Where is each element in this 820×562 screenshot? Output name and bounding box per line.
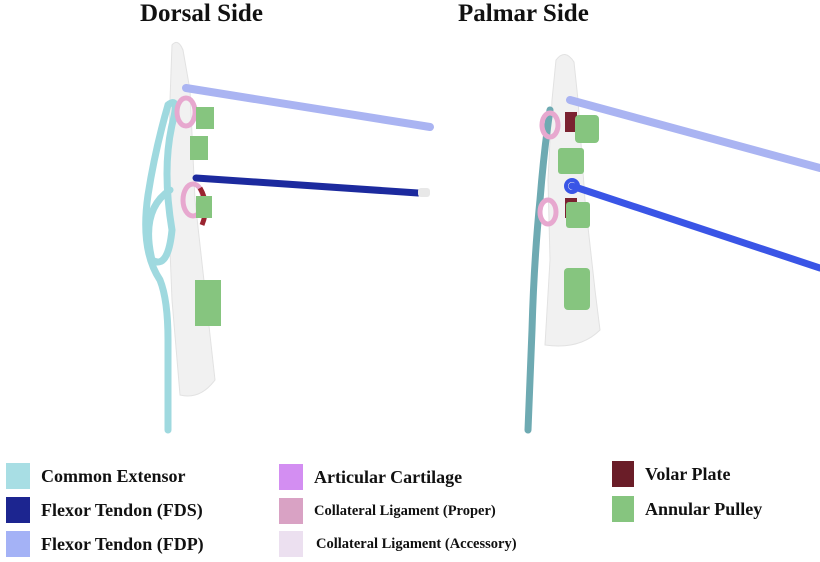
annular-pulley: [196, 107, 214, 129]
fdp-tendon: [182, 84, 434, 131]
legend-swatch: [6, 497, 30, 523]
legend-item-collateral-proper: Collateral Ligament (Proper): [279, 498, 496, 524]
legend-swatch: [279, 498, 303, 524]
annular-pulley: [558, 148, 584, 174]
annular-pulley: [575, 115, 599, 143]
annular-pulley: [564, 268, 590, 310]
fds-tendon: [192, 174, 422, 197]
annular-pulley: [566, 202, 590, 228]
fdp-tendon: [566, 96, 820, 172]
legend-swatch: [612, 496, 634, 522]
dorsal-title: Dorsal Side: [140, 0, 263, 27]
common-extensor-tendon: [142, 99, 179, 434]
finger-illustrations: [142, 41, 820, 434]
annular-pulley: [196, 196, 212, 218]
legend-item-articular-cartilage: Articular Cartilage: [279, 464, 462, 490]
palmar-finger: [524, 54, 820, 434]
legend-swatch: [6, 531, 30, 557]
annular-pulley: [195, 280, 221, 326]
palmar-title: Palmar Side: [458, 0, 589, 27]
legend-swatch: [6, 463, 30, 489]
legend-item-fdp: Flexor Tendon (FDP): [6, 531, 204, 557]
legend-swatch: [279, 531, 303, 557]
legend-item-collateral-accessory: Collateral Ligament (Accessory): [279, 531, 517, 557]
annular-pulley: [190, 136, 208, 160]
legend-item-volar-plate: Volar Plate: [612, 461, 731, 487]
legend-item-fds: Flexor Tendon (FDS): [6, 497, 203, 523]
legend-swatch: [279, 464, 303, 490]
fds-tendon: [568, 182, 820, 272]
legend-swatch: [612, 461, 634, 487]
legend-item-common-extensor: Common Extensor: [6, 463, 186, 489]
dorsal-finger: [142, 41, 434, 434]
legend-item-annular-pulley: Annular Pulley: [612, 496, 762, 522]
common-extensor-tendon: [524, 106, 554, 434]
